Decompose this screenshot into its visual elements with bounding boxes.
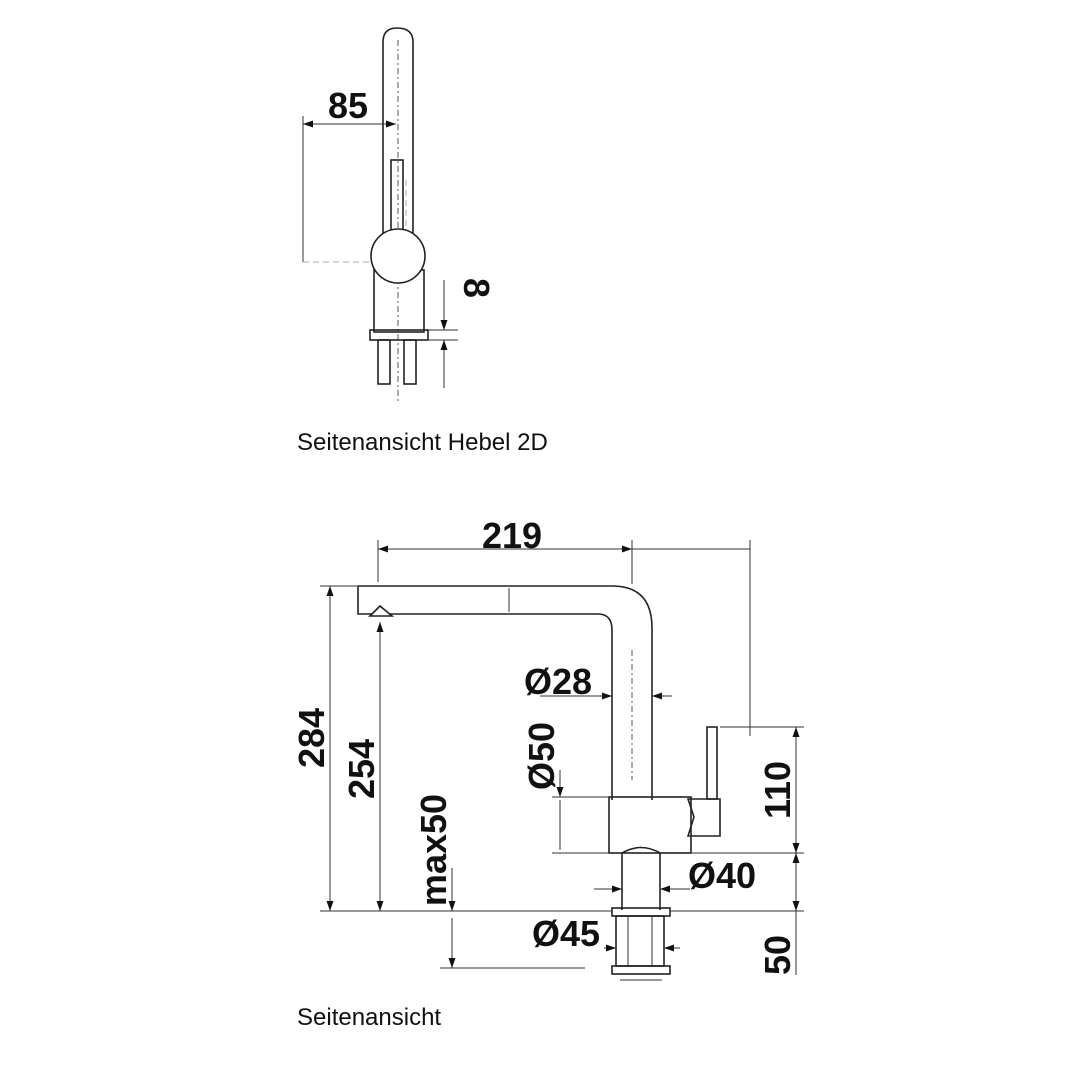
dim-label-85: 85 xyxy=(328,85,368,126)
dim-label-d28: Ø28 xyxy=(524,661,592,702)
dim-label-50: 50 xyxy=(757,935,798,975)
leg-left xyxy=(377,339,391,385)
lever-stick xyxy=(706,726,718,800)
spout-tip xyxy=(357,586,372,615)
dim-label-d50: Ø50 xyxy=(521,722,562,790)
dim-label-284: 284 xyxy=(291,708,332,768)
dim-label-d40: Ø40 xyxy=(688,855,756,896)
faucet-body xyxy=(608,796,692,854)
caption-side-view: Seitenansicht xyxy=(297,1004,441,1031)
dim-label-max50: max50 xyxy=(413,794,454,906)
lever-housing xyxy=(686,798,721,837)
leg-right xyxy=(403,339,417,385)
faucet-side-view-drawing: 219 284 254 max50 Ø28 Ø50 Ø40 Ø45 xyxy=(291,515,804,981)
nozzle xyxy=(368,604,395,617)
flange xyxy=(369,329,429,341)
shank xyxy=(615,915,665,967)
dim-label-d45: Ø45 xyxy=(532,913,600,954)
caption-lever-side-view: Seitenansicht Hebel 2D xyxy=(297,429,548,456)
spout-inner xyxy=(390,613,613,800)
body-neck xyxy=(621,846,661,910)
dim-label-219: 219 xyxy=(482,515,542,556)
lever-side-view-drawing: 85 8 xyxy=(302,27,497,402)
lever-stem xyxy=(390,159,404,235)
spout-outline xyxy=(382,27,414,250)
spout-outer xyxy=(358,585,653,800)
base-plate xyxy=(611,907,671,917)
lever-sphere xyxy=(370,228,426,284)
shank-nut xyxy=(611,965,671,975)
dim-label-254: 254 xyxy=(341,739,382,799)
dim-label-8: 8 xyxy=(456,278,497,298)
dim-label-110: 110 xyxy=(757,761,798,819)
